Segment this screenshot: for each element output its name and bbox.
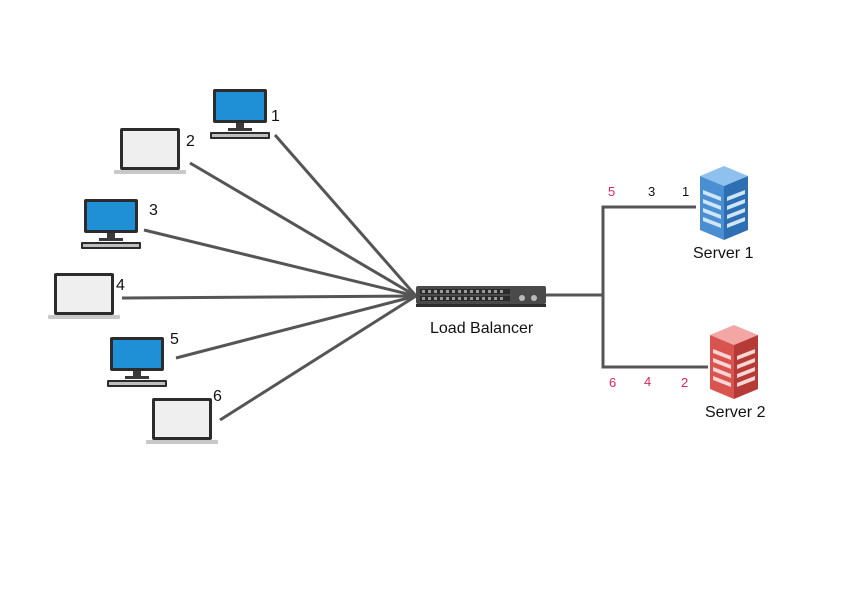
server-links	[545, 205, 708, 369]
client-label-6: 6	[213, 388, 222, 405]
link-6	[219, 294, 417, 422]
server-1-rack-icon	[700, 166, 748, 240]
client-2-laptop-icon	[114, 128, 186, 174]
client-4-laptop-icon	[48, 273, 120, 319]
client-label-5: 5	[170, 331, 179, 348]
server-2-request-2: 2	[681, 375, 689, 390]
link-5	[175, 294, 417, 360]
server-2-request-6: 6	[609, 375, 617, 390]
client-label-4: 4	[116, 277, 125, 294]
link-server-2	[601, 295, 708, 369]
client-links	[121, 134, 418, 422]
client-label-1: 1	[271, 108, 280, 125]
link-server-1	[601, 205, 696, 295]
server-2-label: Server 2	[705, 404, 766, 421]
link-4	[121, 294, 417, 300]
server-1-request-3: 3	[648, 184, 656, 199]
client-label-3: 3	[149, 202, 158, 219]
server-1-request-1: 1	[682, 184, 690, 199]
client-5-desktop-icon	[107, 337, 167, 387]
network-switch-icon	[416, 286, 546, 307]
load-balancer-label: Load Balancer	[430, 320, 534, 337]
client-1-desktop-icon	[210, 89, 270, 139]
client-6-laptop-icon	[146, 398, 218, 444]
client-3-desktop-icon	[81, 199, 141, 249]
client-label-2: 2	[186, 133, 195, 150]
server-1-request-5: 5	[608, 184, 616, 199]
link-3	[143, 228, 417, 298]
link-1	[273, 134, 418, 297]
server-2-request-4: 4	[644, 374, 652, 389]
server-2-rack-icon	[710, 325, 758, 399]
link-2	[189, 161, 417, 298]
server-1-label: Server 1	[693, 245, 754, 262]
